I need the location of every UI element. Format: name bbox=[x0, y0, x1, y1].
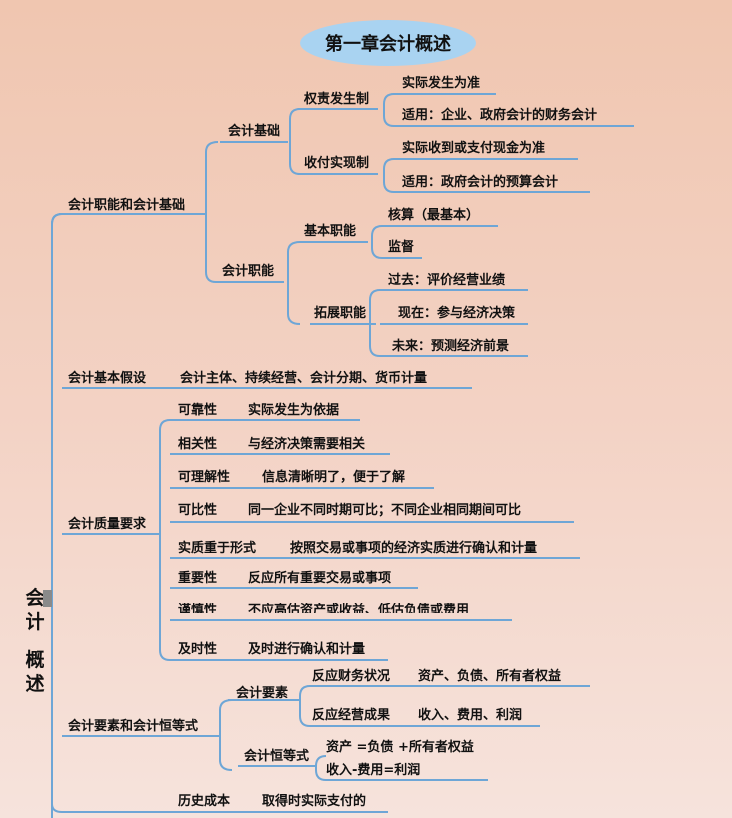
quality-desc: 实际发生为依据 bbox=[248, 403, 340, 418]
accrual-fork bbox=[383, 93, 395, 127]
equation-item: 资产 =负债 +所有者权益 bbox=[326, 740, 474, 755]
quality-name: 重要性 bbox=[178, 571, 218, 586]
accrual-item: 实际发生为准 bbox=[402, 76, 481, 91]
extended-item: 现在：参与经济决策 bbox=[398, 306, 516, 321]
quality-name: 实质重于形式 bbox=[178, 541, 257, 556]
branch3-fork bbox=[159, 419, 171, 661]
branch3-label: 会计质量要求 bbox=[68, 517, 147, 532]
quality-name: 谨慎性 bbox=[178, 603, 218, 613]
basic-fork bbox=[371, 225, 383, 259]
accrual-item: 适用：企业、政府会计的财务会计 bbox=[402, 108, 598, 123]
quality-desc: 及时进行确认和计量 bbox=[248, 642, 366, 657]
cash-item: 适用：政府会计的预算会计 bbox=[402, 175, 559, 190]
extended-fork bbox=[369, 289, 381, 357]
branch2-label: 会计基本假设 bbox=[68, 371, 147, 386]
operating-detail: 收入、费用、利润 bbox=[418, 708, 523, 723]
extended-item: 未来：预测经济前景 bbox=[392, 339, 510, 354]
branch1-label: 会计职能和会计基础 bbox=[68, 198, 186, 213]
branch5-label: 历史成本 bbox=[178, 794, 231, 809]
functions-fork bbox=[287, 241, 301, 325]
quality-desc: 反应所有重要交易或事项 bbox=[248, 571, 392, 586]
branch1-fork bbox=[205, 141, 219, 283]
quality-name: 及时性 bbox=[178, 642, 218, 657]
equation-fork bbox=[315, 755, 327, 781]
spine-to-branch1 bbox=[51, 213, 63, 225]
quality-name: 可理解性 bbox=[178, 470, 231, 485]
cash-fork bbox=[383, 158, 395, 193]
functions-label: 会计职能 bbox=[222, 264, 275, 279]
financial-label: 反应财务状况 bbox=[312, 669, 391, 684]
branch2-detail: 会计主体、持续经营、会计分期、货币计量 bbox=[180, 371, 428, 386]
elements-label: 会计要素 bbox=[236, 686, 289, 701]
basic-item: 核算（最基本） bbox=[388, 208, 480, 223]
cash-label: 收付实现制 bbox=[304, 156, 370, 171]
basic-item: 监督 bbox=[388, 240, 415, 255]
extended-item: 过去：评价经营业绩 bbox=[388, 273, 506, 288]
collapse-handle[interactable] bbox=[43, 590, 52, 607]
root-char: 计 bbox=[25, 611, 45, 633]
quality-name: 相关性 bbox=[178, 437, 218, 452]
operating-label: 反应经营成果 bbox=[312, 708, 391, 723]
root-char: 会 bbox=[25, 587, 45, 609]
quality-desc: 同一企业不同时期可比；不同企业相同期间可比 bbox=[248, 503, 522, 518]
root-char: 述 bbox=[25, 673, 45, 695]
root-spine bbox=[51, 213, 63, 818]
extended-label: 拓展职能 bbox=[314, 306, 367, 321]
quality-desc: 信息清晰明了，便于了解 bbox=[262, 470, 406, 485]
branch4-fork bbox=[219, 699, 233, 771]
quality-desc: 与经济决策需要相关 bbox=[248, 437, 366, 452]
branch5-detail: 取得时实际支付的 bbox=[262, 794, 367, 809]
branch4-label: 会计要素和会计恒等式 bbox=[68, 719, 199, 734]
root-char: 概 bbox=[25, 649, 45, 671]
basis-fork bbox=[289, 108, 301, 175]
title: 第一章会计概述 bbox=[325, 34, 451, 55]
equation-label: 会计恒等式 bbox=[244, 749, 310, 764]
elements-fork bbox=[299, 685, 311, 727]
quality-desc: 不应高估资产或收益、低估负债或费用 bbox=[248, 603, 470, 613]
basic-label: 基本职能 bbox=[304, 224, 357, 239]
financial-detail: 资产、负债、所有者权益 bbox=[418, 669, 562, 684]
root-node: 会 计 概 述 bbox=[22, 586, 48, 696]
quality-desc: 按照交易或事项的经济实质进行确认和计量 bbox=[290, 541, 538, 556]
cash-item: 实际收到或支付现金为准 bbox=[402, 141, 546, 156]
equation-item: 收入-费用=利润 bbox=[326, 763, 421, 778]
accrual-label: 权责发生制 bbox=[304, 92, 370, 107]
title-node: 第一章会计概述 bbox=[300, 20, 476, 66]
quality-name: 可比性 bbox=[178, 503, 218, 518]
quality-name: 可靠性 bbox=[178, 403, 218, 418]
basis-label: 会计基础 bbox=[228, 124, 281, 139]
